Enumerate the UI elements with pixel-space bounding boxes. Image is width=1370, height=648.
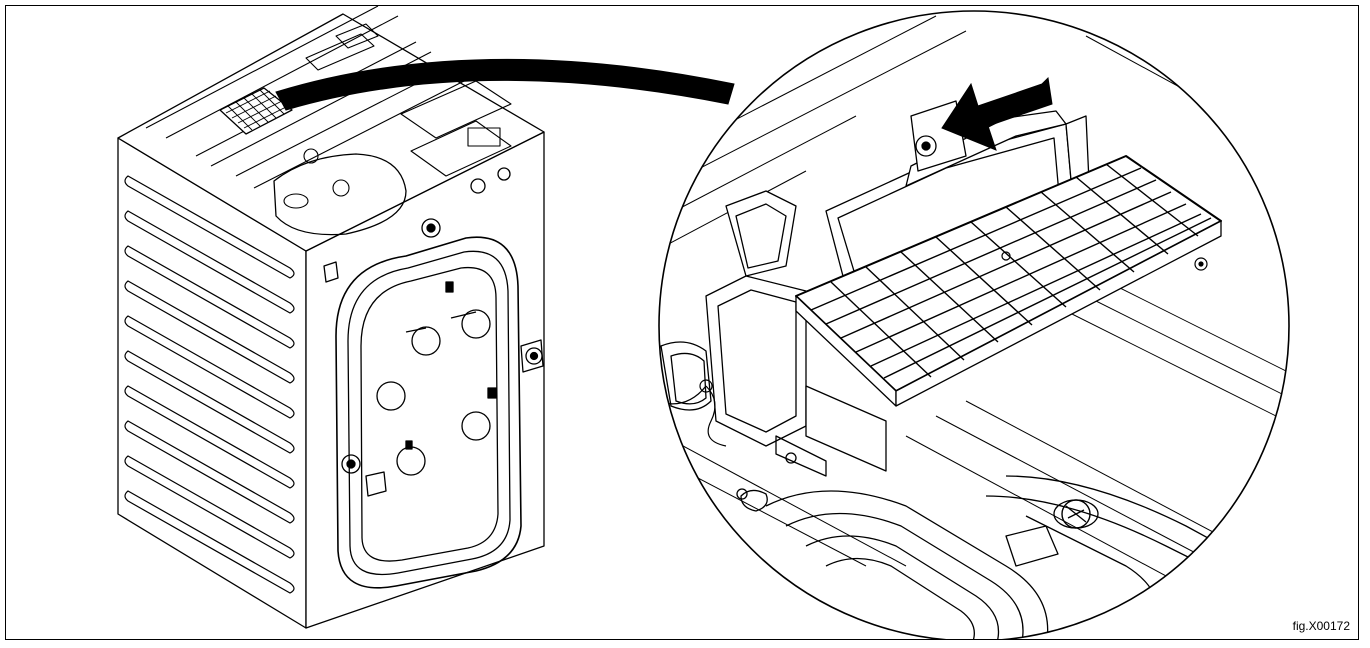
figure-frame: fig.X00172 [5, 5, 1359, 640]
illustration [117, 6, 1290, 639]
push-direction-arrow [941, 76, 1053, 151]
transport-bolt-icon [421, 218, 441, 238]
transport-bolt-icon [341, 454, 361, 474]
side-panel-ribs [124, 175, 295, 594]
washing-machine-rear-view [117, 6, 545, 629]
ground-symbol-icon [1061, 499, 1091, 529]
filter-location [219, 87, 293, 135]
fluff-filter-grid [795, 155, 1222, 407]
figure-label: fig.X00172 [1292, 619, 1350, 633]
filter-magnified-detail [658, 10, 1290, 639]
filter-housing [660, 190, 887, 500]
rear-service-cover [335, 236, 522, 589]
tub-channels [740, 475, 1289, 639]
curved-callout-arrow [275, 58, 735, 111]
